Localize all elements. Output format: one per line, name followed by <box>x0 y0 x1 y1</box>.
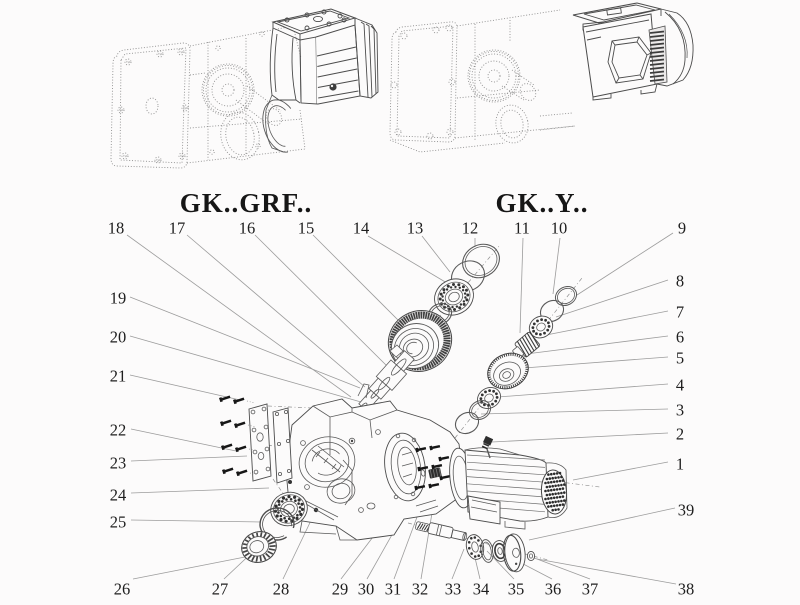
svg-text:7: 7 <box>676 303 684 322</box>
svg-text:23: 23 <box>110 454 127 473</box>
svg-text:26: 26 <box>114 580 131 599</box>
svg-text:35: 35 <box>508 580 525 599</box>
svg-text:17: 17 <box>169 219 186 238</box>
svg-text:8: 8 <box>676 272 684 291</box>
svg-text:18: 18 <box>108 219 125 238</box>
svg-text:15: 15 <box>298 219 315 238</box>
svg-text:36: 36 <box>545 580 562 599</box>
svg-text:3: 3 <box>676 401 684 420</box>
svg-text:39: 39 <box>678 501 695 520</box>
svg-text:25: 25 <box>110 513 127 532</box>
svg-text:GK..Y..: GK..Y.. <box>495 188 588 218</box>
svg-text:38: 38 <box>678 580 695 599</box>
svg-text:6: 6 <box>676 328 684 347</box>
svg-text:13: 13 <box>407 219 424 238</box>
svg-text:33: 33 <box>445 580 462 599</box>
svg-text:37: 37 <box>582 580 599 599</box>
svg-text:16: 16 <box>239 219 256 238</box>
svg-text:11: 11 <box>514 219 530 238</box>
svg-text:34: 34 <box>473 580 490 599</box>
svg-text:20: 20 <box>110 328 127 347</box>
svg-text:2: 2 <box>676 425 684 444</box>
svg-text:30: 30 <box>358 580 375 599</box>
svg-text:28: 28 <box>273 580 290 599</box>
svg-text:32: 32 <box>412 580 429 599</box>
svg-text:24: 24 <box>110 486 127 505</box>
svg-text:12: 12 <box>462 219 479 238</box>
svg-text:14: 14 <box>353 219 370 238</box>
svg-text:19: 19 <box>110 289 127 308</box>
svg-text:22: 22 <box>110 421 127 440</box>
svg-text:21: 21 <box>110 367 127 386</box>
svg-text:9: 9 <box>678 219 686 238</box>
svg-text:1: 1 <box>676 455 684 474</box>
svg-text:10: 10 <box>551 219 568 238</box>
svg-text:4: 4 <box>676 376 684 395</box>
svg-text:GK..GRF..: GK..GRF.. <box>180 188 313 218</box>
svg-text:5: 5 <box>676 349 684 368</box>
svg-text:27: 27 <box>212 580 229 599</box>
svg-text:29: 29 <box>332 580 349 599</box>
svg-text:31: 31 <box>385 580 402 599</box>
